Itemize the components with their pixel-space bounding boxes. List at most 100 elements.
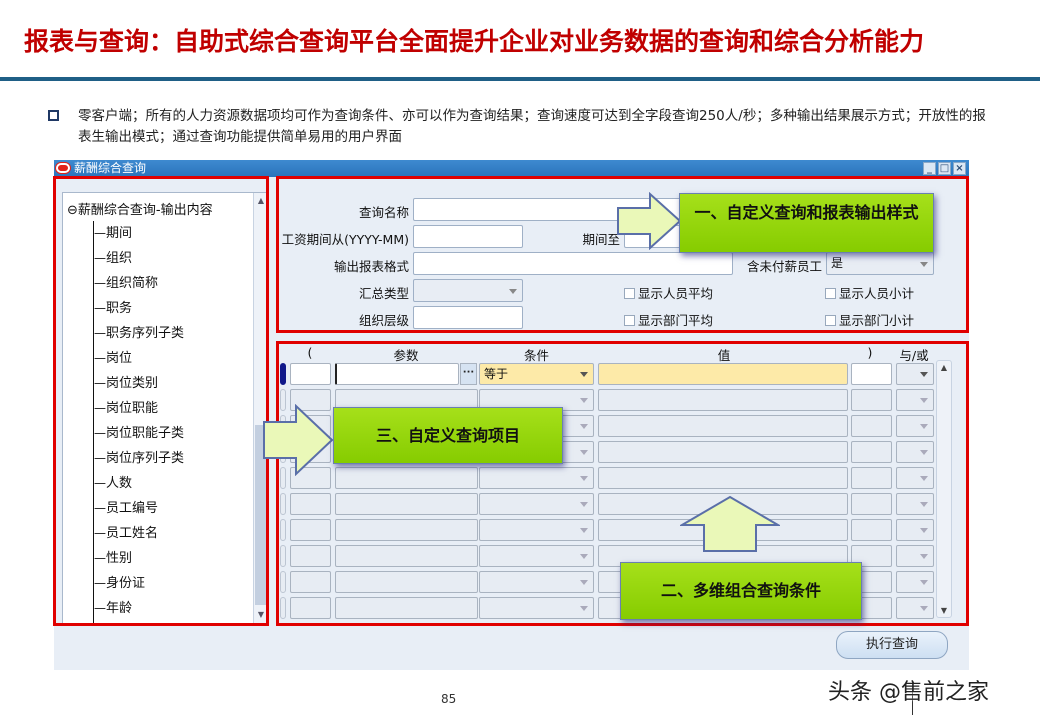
org-level-input[interactable] [413, 306, 523, 329]
maximize-button[interactable]: □ [938, 162, 951, 175]
and-or-select[interactable] [896, 467, 934, 489]
and-or-select[interactable] [896, 571, 934, 593]
tree-item[interactable]: 性别 [94, 546, 184, 571]
row-indicator[interactable] [280, 363, 286, 385]
tree-item[interactable]: 岗位职能 [94, 396, 184, 421]
condition-select[interactable]: 等于 [479, 363, 594, 385]
param-cell[interactable] [335, 363, 459, 385]
lov-ellipsis-button[interactable]: ··· [460, 363, 477, 385]
tree-item[interactable]: 岗位职能子类 [94, 421, 184, 446]
row-indicator[interactable] [280, 519, 286, 541]
and-or-select[interactable] [896, 519, 934, 541]
collapse-icon[interactable]: ⊖ [67, 203, 78, 218]
window-titlebar[interactable]: 薪酬综合查询 _ □ × [54, 160, 969, 177]
tree-item[interactable]: 年龄 [94, 596, 184, 621]
scroll-down-icon[interactable]: ▼ [940, 606, 948, 615]
close-paren-cell[interactable] [851, 467, 892, 489]
param-cell[interactable] [335, 493, 478, 515]
checkbox-icon[interactable] [825, 315, 836, 326]
open-paren-cell[interactable] [290, 493, 331, 515]
tree-item[interactable]: 组织 [94, 246, 184, 271]
condition-select[interactable] [479, 571, 594, 593]
close-paren-cell[interactable] [851, 363, 892, 385]
tree-item[interactable]: 职务序列子类 [94, 321, 184, 346]
tree-item[interactable]: 期间 [94, 221, 184, 246]
checkbox-icon[interactable] [624, 288, 635, 299]
minimize-button[interactable]: _ [923, 162, 936, 175]
condition-select[interactable] [479, 467, 594, 489]
scroll-up-icon[interactable]: ▲ [257, 196, 265, 205]
tree-item[interactable]: 人数 [94, 471, 184, 496]
open-paren-cell[interactable] [290, 389, 331, 411]
run-query-button[interactable]: 执行查询 [836, 631, 948, 659]
tree-item[interactable]: 身份证 [94, 571, 184, 596]
show-dept-avg-checkbox[interactable]: 显示部门平均 [624, 310, 713, 329]
tree-item[interactable]: 岗位类别 [94, 371, 184, 396]
close-paren-cell[interactable] [851, 545, 892, 567]
include-unpaid-select[interactable]: 是 [826, 252, 934, 275]
and-or-select[interactable] [896, 597, 934, 619]
row-indicator[interactable] [280, 545, 286, 567]
tree-item[interactable]: 岗位序列子类 [94, 446, 184, 471]
condition-select[interactable] [479, 519, 594, 541]
close-button[interactable]: × [953, 162, 966, 175]
condition-select[interactable] [479, 597, 594, 619]
output-content-tree[interactable]: ⊖薪酬综合查询-输出内容 期间 组织 组织简称 职务 职务序列子类 岗位 岗位类… [62, 192, 268, 624]
param-cell[interactable] [335, 467, 478, 489]
close-paren-cell[interactable] [851, 441, 892, 463]
tree-item[interactable]: 职务 [94, 296, 184, 321]
tree-item[interactable]: 岗位 [94, 346, 184, 371]
open-paren-cell[interactable] [290, 519, 331, 541]
row-indicator[interactable] [280, 571, 286, 593]
and-or-select[interactable] [896, 441, 934, 463]
show-dept-subtotal-checkbox[interactable]: 显示部门小计 [825, 310, 914, 329]
condition-select[interactable] [479, 545, 594, 567]
chevron-down-icon [580, 502, 588, 507]
close-paren-cell[interactable] [851, 519, 892, 541]
open-paren-cell[interactable] [290, 467, 331, 489]
open-paren-cell[interactable] [290, 363, 331, 385]
param-cell[interactable] [335, 545, 478, 567]
tree-item[interactable]: 组织简称 [94, 271, 184, 296]
row-indicator[interactable] [280, 467, 286, 489]
value-cell[interactable] [598, 415, 848, 437]
scroll-thumb[interactable] [255, 425, 267, 605]
checkbox-icon[interactable] [825, 288, 836, 299]
value-cell[interactable] [598, 363, 848, 385]
and-or-select[interactable] [896, 363, 934, 385]
summary-type-select[interactable] [413, 279, 523, 302]
param-cell[interactable] [335, 571, 478, 593]
row-indicator[interactable] [280, 597, 286, 619]
show-person-subtotal-checkbox[interactable]: 显示人员小计 [825, 283, 914, 302]
tree-root-node[interactable]: ⊖薪酬综合查询-输出内容 [67, 199, 213, 218]
tree-item[interactable]: 员工编号 [94, 496, 184, 521]
value-cell[interactable] [598, 441, 848, 463]
period-from-input[interactable] [413, 225, 523, 248]
close-paren-cell[interactable] [851, 389, 892, 411]
open-paren-cell[interactable] [290, 545, 331, 567]
close-paren-cell[interactable] [851, 415, 892, 437]
row-indicator[interactable] [280, 389, 286, 411]
chevron-down-icon [920, 424, 928, 429]
show-person-avg-checkbox[interactable]: 显示人员平均 [624, 283, 713, 302]
tree-item[interactable]: 员工姓名 [94, 521, 184, 546]
open-paren-cell[interactable] [290, 571, 331, 593]
and-or-select[interactable] [896, 545, 934, 567]
and-or-select[interactable] [896, 389, 934, 411]
tree-scrollbar[interactable]: ▲ ▼ [253, 193, 267, 623]
value-cell[interactable] [598, 467, 848, 489]
and-or-select[interactable] [896, 415, 934, 437]
grid-scrollbar[interactable]: ▲ ▼ [936, 360, 952, 618]
row-indicator[interactable] [280, 493, 286, 515]
open-paren-cell[interactable] [290, 597, 331, 619]
and-or-select[interactable] [896, 493, 934, 515]
value-cell[interactable] [598, 389, 848, 411]
scroll-down-icon[interactable]: ▼ [257, 610, 265, 619]
close-paren-cell[interactable] [851, 493, 892, 515]
output-format-input[interactable] [413, 252, 733, 275]
checkbox-icon[interactable] [624, 315, 635, 326]
param-cell[interactable] [335, 597, 478, 619]
scroll-up-icon[interactable]: ▲ [940, 363, 948, 372]
condition-select[interactable] [479, 493, 594, 515]
param-cell[interactable] [335, 519, 478, 541]
